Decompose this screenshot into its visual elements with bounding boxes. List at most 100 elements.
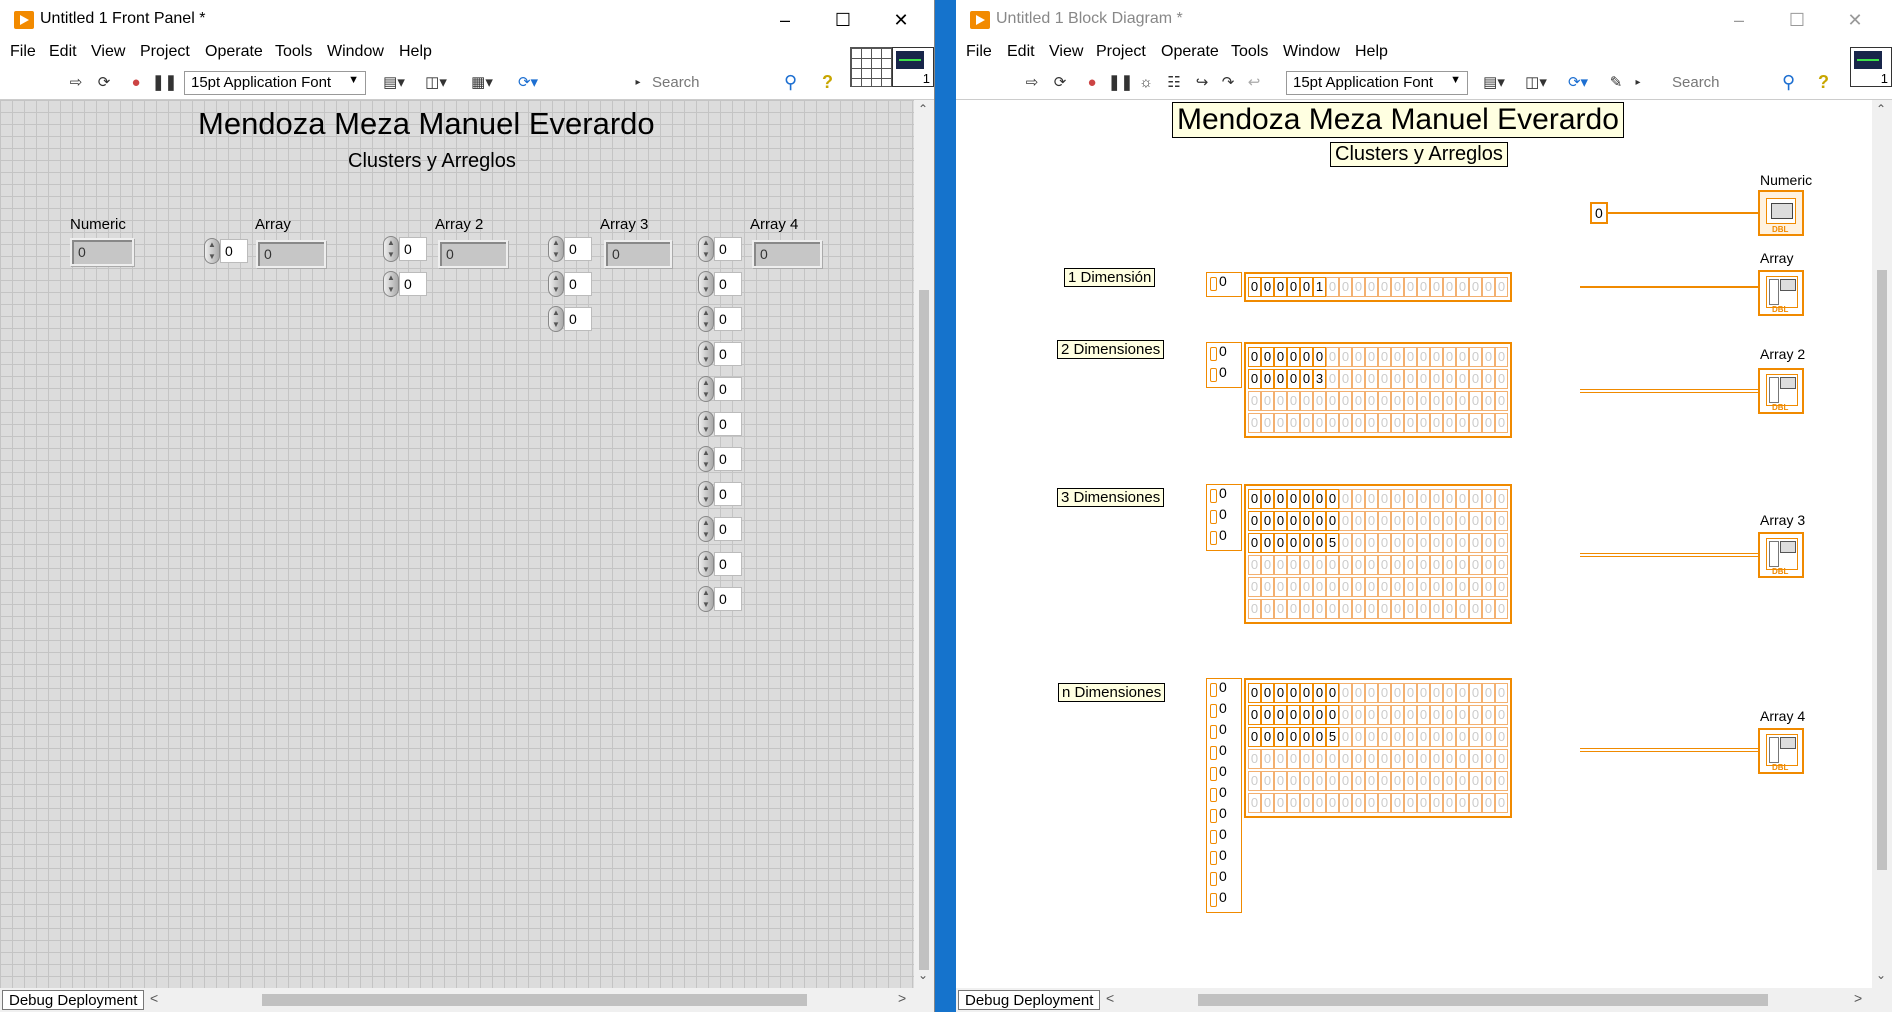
array-cell[interactable]: 0 [1495,705,1508,725]
array-cell[interactable]: 0 [1404,369,1417,389]
array-cell[interactable]: 0 [1365,489,1378,509]
array-cell[interactable]: 0 [1352,793,1365,813]
array4-index[interactable]: ▲▼0 [698,446,744,472]
wire[interactable] [1580,286,1760,288]
array-cell[interactable]: 0 [1352,683,1365,703]
array-cell[interactable]: 0 [1417,599,1430,619]
array-cell[interactable]: 0 [1287,277,1300,297]
block-diagram-canvas[interactable]: Mendoza Meza Manuel Everardo Clusters y … [956,100,1870,988]
abort-icon[interactable]: ● [1087,74,1097,91]
connector-pane-icon[interactable] [850,47,892,87]
array-cell[interactable]: 0 [1443,391,1456,411]
array-cell[interactable]: 0 [1378,599,1391,619]
array-cell[interactable]: 0 [1404,683,1417,703]
array-cell[interactable]: 0 [1469,727,1482,747]
distribute-objects-icon[interactable]: ◫▾ [425,74,447,91]
array-cell[interactable]: 0 [1482,705,1495,725]
array-cell[interactable]: 0 [1287,391,1300,411]
array-cell[interactable]: 0 [1417,683,1430,703]
array-cell[interactable]: 0 [1378,347,1391,367]
array-cell[interactable]: 0 [1430,489,1443,509]
menu-window[interactable]: Window [1283,43,1340,60]
array-cell[interactable]: 0 [1443,749,1456,769]
array-cell[interactable]: 0 [1326,555,1339,575]
array-cell[interactable]: 0 [1274,727,1287,747]
array-cell[interactable]: 0 [1313,533,1326,553]
array-cell[interactable]: 0 [1391,577,1404,597]
array-cell[interactable]: 0 [1417,369,1430,389]
index-value[interactable]: 0 [714,342,742,366]
array-cell[interactable]: 0 [1391,277,1404,297]
front-panel-canvas[interactable]: Mendoza Meza Manuel Everardo Clusters y … [0,100,914,988]
maximize-icon[interactable]: ☐ [834,10,852,30]
array-cell[interactable]: 0 [1274,793,1287,813]
array-cell[interactable]: 0 [1469,511,1482,531]
array-cell[interactable]: 0 [1469,683,1482,703]
array-cell[interactable]: 0 [1352,533,1365,553]
array4-index[interactable]: ▲▼0 [698,341,744,367]
array-cell[interactable]: 0 [1417,555,1430,575]
array-cell[interactable]: 0 [1248,347,1261,367]
array-cell[interactable]: 0 [1495,533,1508,553]
array-cell[interactable]: 0 [1300,705,1313,725]
array-cell[interactable]: 0 [1352,369,1365,389]
array-cell[interactable]: 0 [1300,683,1313,703]
spinner-icon[interactable]: ▲▼ [698,481,714,507]
array-cell[interactable]: 0 [1378,793,1391,813]
index-value[interactable]: 0 [220,239,248,263]
array-cell[interactable]: 0 [1261,683,1274,703]
menu-operate[interactable]: Operate [205,43,263,60]
array-cell[interactable]: 0 [1352,599,1365,619]
array-index-value[interactable]: 0 [1207,742,1241,763]
array-cell[interactable]: 0 [1261,599,1274,619]
array-index-value[interactable]: 0 [1207,826,1241,847]
array-cell[interactable]: 0 [1313,599,1326,619]
close-icon[interactable]: ✕ [893,10,909,30]
array-cell[interactable]: 0 [1430,511,1443,531]
label-2d[interactable]: 2 Dimensiones [1057,340,1165,359]
array-cell[interactable]: 0 [1248,533,1261,553]
array-cell[interactable]: 0 [1430,533,1443,553]
search-input[interactable]: Search [652,74,700,91]
step-over-icon[interactable]: ↷ [1221,74,1235,91]
array-index-value[interactable]: 0 [1207,527,1241,548]
scroll-left-icon[interactable]: < [1106,990,1115,1006]
array-cell[interactable]: 0 [1456,599,1469,619]
array-cell[interactable]: 0 [1469,391,1482,411]
array-cell[interactable]: 0 [1261,727,1274,747]
close-icon[interactable]: ✕ [1847,10,1863,30]
array-cell[interactable]: 0 [1404,511,1417,531]
array-cell[interactable]: 0 [1417,413,1430,433]
array3-index[interactable]: ▲▼0 [548,271,594,297]
array-cell[interactable]: 0 [1443,577,1456,597]
array-cell[interactable]: 0 [1378,705,1391,725]
array-cell[interactable]: 0 [1326,413,1339,433]
array-cell[interactable]: 0 [1391,555,1404,575]
run-continuously-icon[interactable]: ⟳ [97,74,111,91]
array-cell[interactable]: 0 [1495,413,1508,433]
array-cell[interactable]: 0 [1443,489,1456,509]
menu-file[interactable]: File [10,43,36,60]
array-cell[interactable]: 0 [1430,369,1443,389]
array-cell[interactable]: 0 [1287,489,1300,509]
array-cell[interactable]: 0 [1313,577,1326,597]
array-cell[interactable]: 0 [1378,771,1391,791]
array-cell[interactable]: 0 [1300,555,1313,575]
reorder-icon[interactable]: ⟳▾ [517,74,539,91]
array-cell[interactable]: 0 [1261,749,1274,769]
index-value[interactable]: 0 [714,377,742,401]
array-cell[interactable]: 0 [1482,771,1495,791]
align-objects-icon[interactable]: ▤▾ [383,74,405,91]
spinner-icon[interactable]: ▲▼ [698,446,714,472]
array-cell[interactable]: 0 [1365,727,1378,747]
array-cell[interactable]: 0 [1248,577,1261,597]
array-cell[interactable]: 1 [1313,277,1326,297]
array-cell[interactable]: 0 [1391,749,1404,769]
array-cell[interactable]: 0 [1378,489,1391,509]
array-cell[interactable]: 0 [1326,391,1339,411]
array-cell[interactable]: 0 [1482,511,1495,531]
array-cell[interactable]: 0 [1391,369,1404,389]
array-cell[interactable]: 0 [1248,413,1261,433]
scroll-down-icon[interactable]: ⌄ [918,968,929,982]
vertical-scrollbar[interactable]: ⌃ ⌄ [1872,100,1892,988]
